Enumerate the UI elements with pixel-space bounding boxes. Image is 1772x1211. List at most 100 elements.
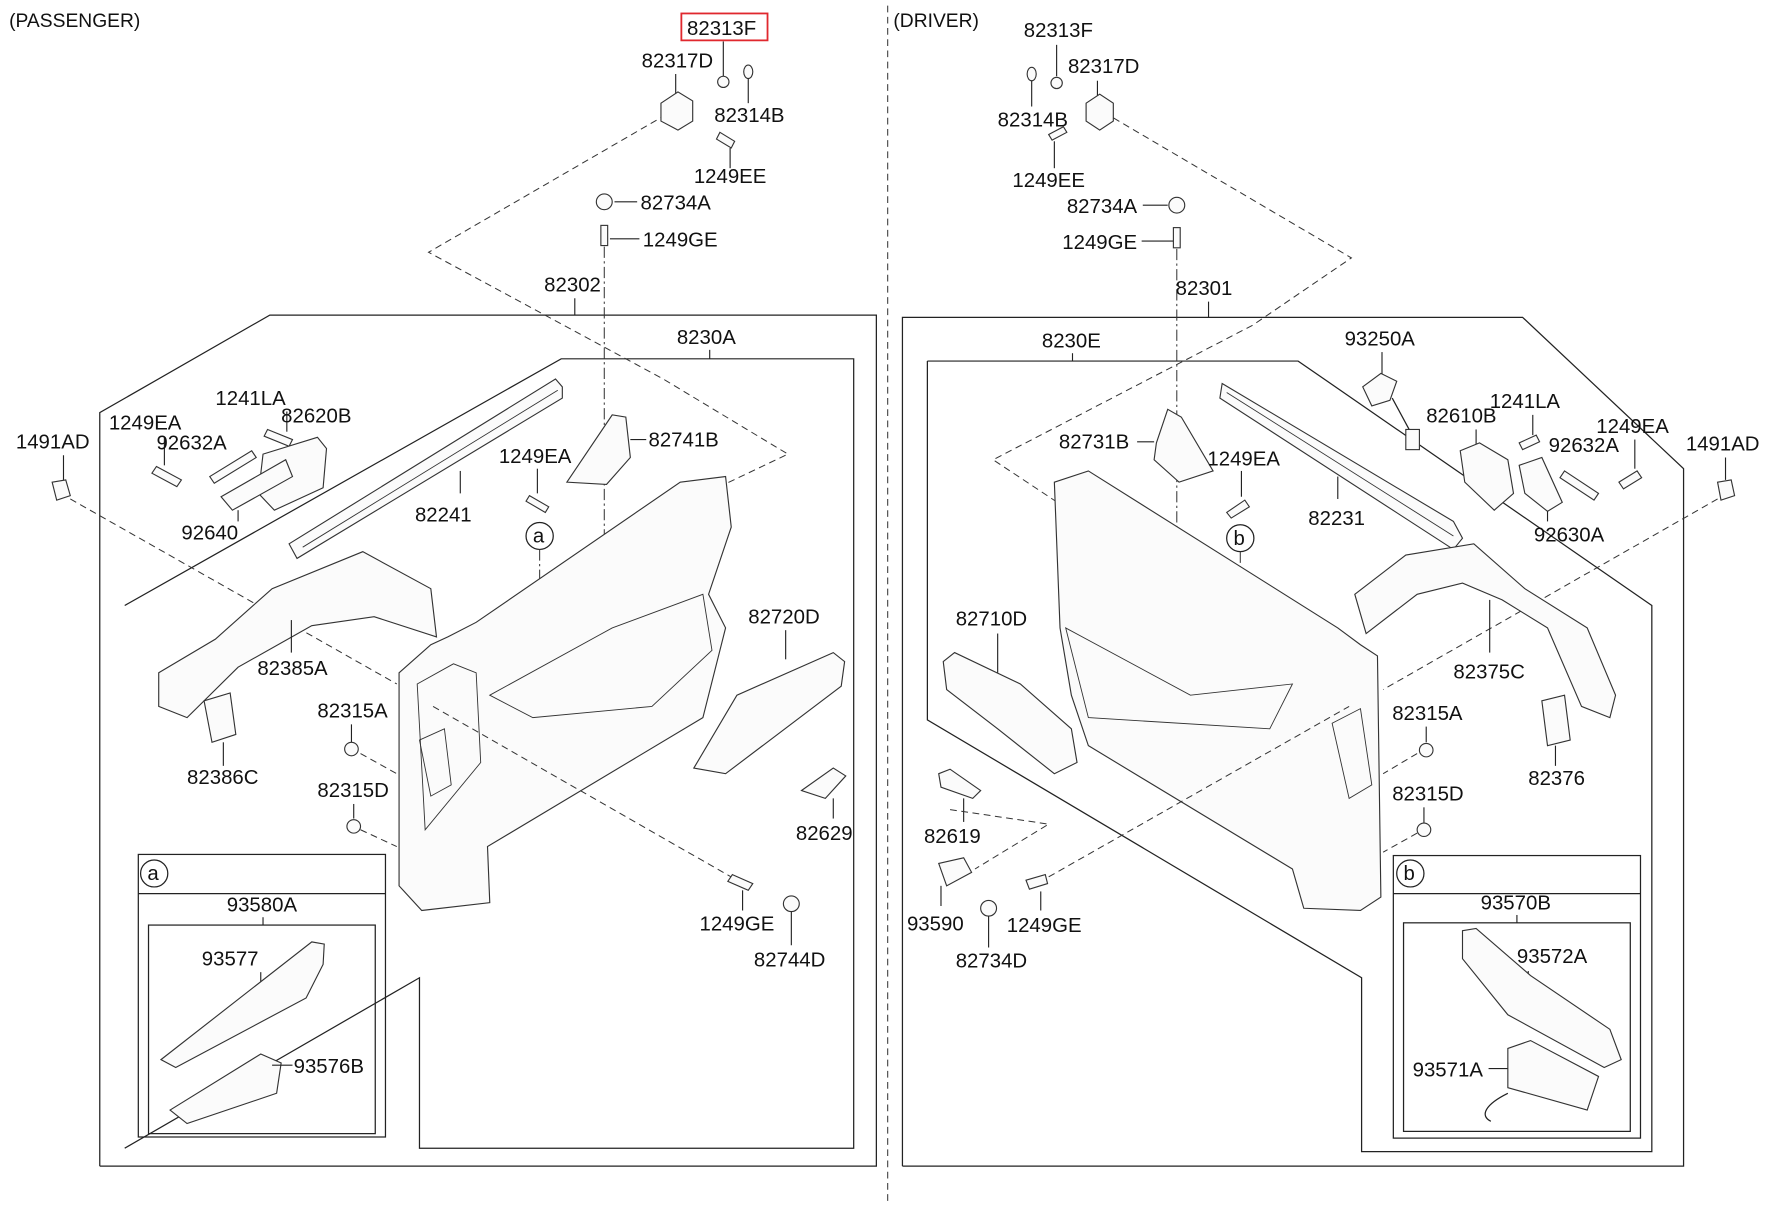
inner-handle-icon-82741B: [565, 414, 631, 485]
outer-panel-box-82302: [99, 314, 877, 1167]
part-label-1249GE-bottom[interactable]: 1249GE: [700, 914, 775, 936]
part-label-92640[interactable]: 92640: [181, 522, 238, 544]
part-label-8230A[interactable]: 8230A: [677, 327, 736, 349]
part-label-82302[interactable]: 82302: [544, 275, 601, 297]
inset-inner-frame: [147, 924, 376, 1135]
clip-icon-82315A: [344, 741, 359, 757]
part-label-92632A[interactable]: 92632A: [156, 433, 227, 455]
part-label-93576B[interactable]: 93576B: [294, 1056, 364, 1078]
part-label-1249GE-top[interactable]: 1249GE: [1062, 232, 1137, 254]
switch-cable: [1484, 1092, 1509, 1122]
inner-panel-box-8230A: [124, 358, 855, 1149]
bracket-icon-82317D: [660, 91, 694, 131]
inset-tag: b: [1404, 863, 1415, 885]
window-switch-icon-93571A: [1507, 1039, 1600, 1111]
connector-icon: [1405, 428, 1420, 451]
part-label-82313F[interactable]: 82313F: [1024, 20, 1093, 42]
cover-icon-82629: [800, 767, 847, 800]
part-label-1249EE[interactable]: 1249EE: [1012, 170, 1085, 192]
switch-bezel-icon-93577: [159, 941, 325, 1069]
screw-icon-1241LA: [1518, 434, 1541, 451]
part-label-82315D[interactable]: 82315D: [317, 780, 388, 802]
inset-frame: [1392, 854, 1642, 1139]
part-label-1491AD[interactable]: 1491AD: [1686, 434, 1760, 456]
part-label-82241[interactable]: 82241: [415, 504, 472, 526]
part-label-82315A[interactable]: 82315A: [1392, 703, 1463, 725]
part-label-82375C[interactable]: 82375C: [1453, 661, 1524, 683]
outer-panel-box-82301: [901, 316, 1685, 1167]
clip-icon-82315D: [1416, 822, 1432, 838]
part-label-82710D[interactable]: 82710D: [956, 609, 1027, 631]
speaker-grille: [418, 728, 452, 797]
part-label-82734D[interactable]: 82734D: [956, 951, 1027, 973]
part-label-82386C[interactable]: 82386C: [187, 767, 258, 789]
part-label-82744D[interactable]: 82744D: [754, 950, 825, 972]
screw-icon-1249EA-mid: [525, 494, 550, 514]
part-label-82734A[interactable]: 82734A: [1067, 196, 1138, 218]
part-label-1249EE[interactable]: 1249EE: [694, 166, 767, 188]
part-label-82720D[interactable]: 82720D: [748, 607, 819, 629]
driver-header: (DRIVER): [893, 11, 979, 32]
part-label-93250A[interactable]: 93250A: [1345, 328, 1416, 350]
part-label-8230E[interactable]: 8230E: [1042, 331, 1101, 353]
screw-icon-1241LA: [263, 428, 294, 447]
part-label-82610B[interactable]: 82610B: [1426, 406, 1496, 428]
part-detail: [302, 389, 559, 548]
part-label-82741B[interactable]: 82741B: [648, 429, 718, 451]
inner-panel-box-8230E: [926, 360, 1653, 1153]
clip-icon-82734A: [595, 193, 613, 211]
part-label-92632A[interactable]: 92632A: [1549, 435, 1620, 457]
assembly-label-93580A[interactable]: 93580A: [227, 895, 298, 917]
part-label-82731B[interactable]: 82731B: [1059, 432, 1129, 454]
part-label-82376[interactable]: 82376: [1528, 768, 1585, 790]
part-label-1491AD[interactable]: 1491AD: [16, 432, 90, 454]
part-label-93590[interactable]: 93590: [907, 914, 964, 936]
part-label-92630A[interactable]: 92630A: [1534, 525, 1605, 547]
part-label-82314B[interactable]: 82314B: [998, 110, 1068, 132]
part-label-82313F[interactable]: 82313F: [687, 18, 756, 40]
screw-icon-1249GE: [600, 224, 609, 247]
lamp-icon-92630A: [1518, 456, 1563, 512]
clip-icon-82744D: [782, 895, 800, 913]
part-label-82315D[interactable]: 82315D: [1392, 784, 1463, 806]
assembly-guide-line: [1382, 832, 1418, 853]
clip-icon-82315D: [346, 819, 362, 834]
panel-pocket: [1331, 707, 1373, 800]
assembly-guide-line: [360, 829, 398, 848]
part-label-1249EA-right[interactable]: 1249EA: [1596, 416, 1669, 438]
assembly-guide-line: [1048, 705, 1350, 878]
part-label-1249EA-left[interactable]: 1249EA: [109, 413, 182, 435]
part-label-82629[interactable]: 82629: [796, 823, 853, 845]
part-label-93572A[interactable]: 93572A: [1517, 946, 1588, 968]
part-label-1241LA[interactable]: 1241LA: [215, 388, 286, 410]
part-label-82231[interactable]: 82231: [1308, 508, 1365, 530]
part-label-1241LA[interactable]: 1241LA: [1490, 391, 1561, 413]
part-label-82385A[interactable]: 82385A: [257, 658, 328, 680]
handle-bracket-icon-82610B: [1459, 442, 1515, 511]
nut-icon-82313F: [1050, 76, 1063, 90]
part-label-82734A[interactable]: 82734A: [641, 193, 712, 215]
part-label-82619[interactable]: 82619: [924, 826, 981, 848]
assembly-label-93570B[interactable]: 93570B: [1481, 892, 1551, 914]
part-label-82315A[interactable]: 82315A: [317, 701, 388, 723]
inset-a: a 93580A 93577 93576B: [137, 853, 387, 1138]
part-label-82317D[interactable]: 82317D: [1068, 56, 1139, 78]
terminal-icon-92632A: [1559, 470, 1600, 501]
part-label-82301[interactable]: 82301: [1176, 278, 1233, 300]
part-label-93577[interactable]: 93577: [202, 949, 259, 971]
screw-icon-1249EA-right: [1618, 470, 1643, 490]
window-switch-icon-93576B: [169, 1053, 282, 1125]
part-label-82317D[interactable]: 82317D: [642, 50, 713, 72]
part-label-1249EA-mid[interactable]: 1249EA: [1207, 448, 1280, 470]
part-label-1249GE-top[interactable]: 1249GE: [643, 230, 718, 252]
part-label-93571A[interactable]: 93571A: [1413, 1060, 1484, 1082]
armrest-upper-icon-82385A: [158, 551, 438, 719]
part-label-1249GE-bottom[interactable]: 1249GE: [1007, 915, 1082, 937]
part-label-82620B[interactable]: 82620B: [281, 406, 351, 428]
armrest-base: [1065, 627, 1294, 730]
part-label-1249EA-mid[interactable]: 1249EA: [499, 446, 572, 468]
armrest-pad-icon-82710D: [942, 651, 1078, 775]
assembly-guide-line: [432, 705, 738, 881]
part-label-82314B[interactable]: 82314B: [714, 105, 784, 127]
